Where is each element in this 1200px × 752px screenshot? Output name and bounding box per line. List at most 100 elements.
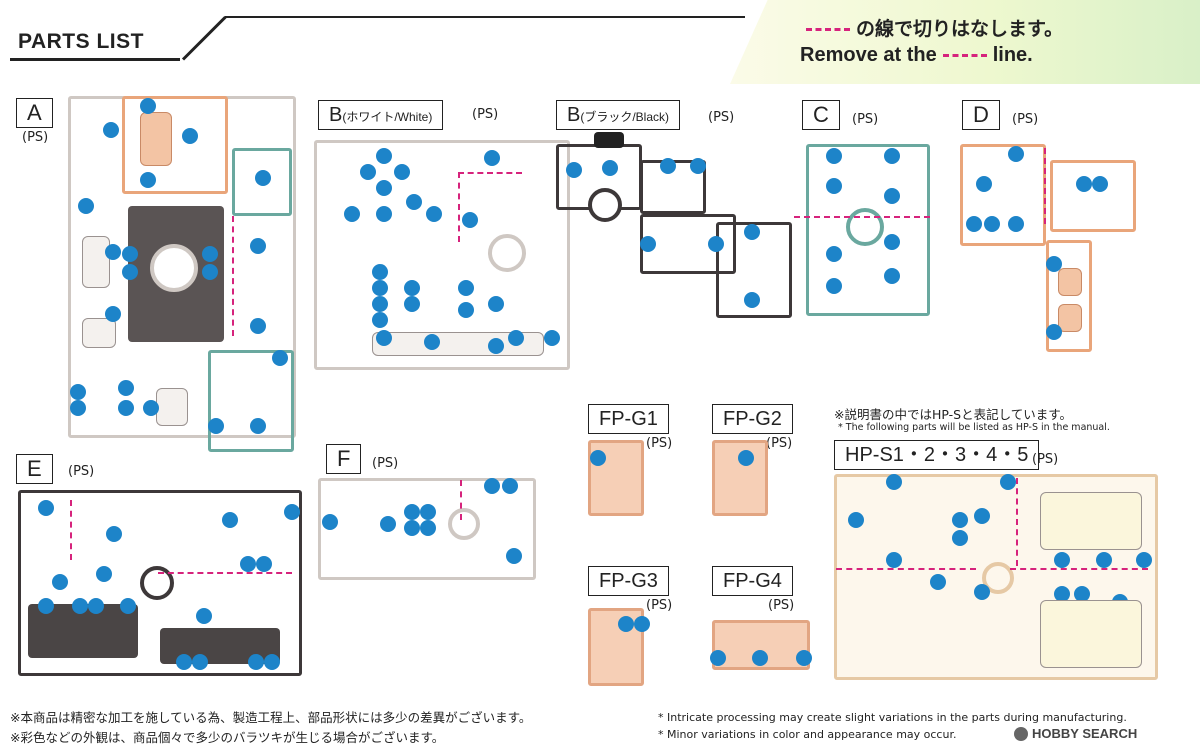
part-number-badge bbox=[886, 474, 902, 490]
part-number-badge bbox=[256, 556, 272, 572]
runner-fpg4-label: FP-G4 bbox=[712, 566, 793, 596]
part-number-badge bbox=[284, 504, 300, 520]
part-number-badge bbox=[1074, 586, 1090, 602]
part-number-badge bbox=[420, 520, 436, 536]
runner-b-black-ring bbox=[588, 188, 622, 222]
part-number-badge bbox=[118, 380, 134, 396]
part-number-badge bbox=[462, 212, 478, 228]
part-number-badge bbox=[1046, 324, 1062, 340]
part-number-badge bbox=[202, 246, 218, 262]
runner-b-white-sub: (ホワイト/White) bbox=[342, 110, 433, 124]
part-number-badge bbox=[708, 236, 724, 252]
runner-d-frame-3 bbox=[1046, 240, 1092, 352]
part-number-badge bbox=[143, 400, 159, 416]
part-number-badge bbox=[222, 512, 238, 528]
runner-a-white-part-2 bbox=[82, 318, 116, 348]
watermark-logo-icon bbox=[1014, 727, 1028, 741]
part-number-badge bbox=[70, 400, 86, 416]
part-number-badge bbox=[240, 556, 256, 572]
part-number-badge bbox=[1092, 176, 1108, 192]
part-number-badge bbox=[103, 122, 119, 138]
part-number-badge bbox=[120, 598, 136, 614]
part-number-badge bbox=[826, 246, 842, 262]
runner-fpg3-ps: (PS) bbox=[646, 598, 673, 613]
part-number-badge bbox=[744, 292, 760, 308]
cut-instruction-banner bbox=[730, 0, 1200, 84]
part-number-badge bbox=[140, 172, 156, 188]
part-number-badge bbox=[208, 418, 224, 434]
runner-a-white-part-1 bbox=[82, 236, 110, 288]
part-number-badge bbox=[122, 246, 138, 262]
part-number-badge bbox=[250, 418, 266, 434]
runner-hps-hair-parts bbox=[1040, 492, 1142, 550]
part-number-badge bbox=[984, 216, 1000, 232]
watermark-logo: HOBBY SEARCH bbox=[1032, 726, 1138, 741]
runner-b-white-frame bbox=[314, 140, 570, 370]
part-number-badge bbox=[404, 504, 420, 520]
cut-line-sample-en bbox=[942, 54, 987, 58]
part-number-badge bbox=[182, 128, 198, 144]
part-number-badge bbox=[394, 164, 410, 180]
part-number-badge bbox=[38, 598, 54, 614]
part-number-badge bbox=[404, 520, 420, 536]
footer-note-en-1: * Intricate processing may create slight… bbox=[658, 711, 1127, 724]
part-number-badge bbox=[38, 500, 54, 516]
runner-b-white-label: B(ホワイト/White) bbox=[318, 100, 444, 130]
part-number-badge bbox=[660, 158, 676, 174]
footer-note-jp-2: ※彩色などの外観は、商品個々で多少のバラツキが生じる場合がございます。 bbox=[10, 730, 445, 745]
part-number-badge bbox=[96, 566, 112, 582]
runner-fpg2-frame bbox=[712, 440, 768, 516]
part-number-badge bbox=[372, 280, 388, 296]
runner-a-cut-line bbox=[232, 216, 234, 336]
part-number-badge bbox=[618, 616, 634, 632]
part-number-badge bbox=[544, 330, 560, 346]
part-number-badge bbox=[826, 148, 842, 164]
part-number-badge bbox=[372, 264, 388, 280]
runner-e-ring bbox=[140, 566, 174, 600]
runner-fpg1-label: FP-G1 bbox=[588, 404, 669, 434]
runner-b-white-ps: (PS) bbox=[472, 107, 499, 122]
part-number-badge bbox=[88, 598, 104, 614]
part-number-badge bbox=[78, 198, 94, 214]
part-number-badge bbox=[1076, 176, 1092, 192]
part-number-badge bbox=[1096, 552, 1112, 568]
title-rule bbox=[225, 16, 745, 18]
part-number-badge bbox=[744, 224, 760, 240]
runner-a-ps: (PS) bbox=[22, 130, 49, 145]
runner-b-black-sub: (ブラック/Black) bbox=[580, 110, 670, 124]
runner-fpg2-label: FP-G2 bbox=[712, 404, 793, 434]
part-number-badge bbox=[974, 508, 990, 524]
part-number-badge bbox=[380, 516, 396, 532]
runner-f-ps: (PS) bbox=[372, 456, 399, 471]
part-number-badge bbox=[202, 264, 218, 280]
runner-d-ps: (PS) bbox=[1012, 112, 1039, 127]
runner-b-black-frame-4 bbox=[716, 222, 792, 318]
runner-fpg2-ps: (PS) bbox=[766, 436, 793, 451]
part-number-badge bbox=[1136, 552, 1152, 568]
part-number-badge bbox=[250, 238, 266, 254]
part-number-badge bbox=[952, 530, 968, 546]
hps-note-jp: ※説明書の中ではHP-Sと表記しています。 bbox=[834, 407, 1072, 422]
part-number-badge bbox=[360, 164, 376, 180]
footer-note-jp-1: ※本商品は精密な加工を施している為、製造工程上、部品形状には多少の差異がございま… bbox=[10, 710, 532, 725]
runner-a-orange-part bbox=[140, 112, 172, 166]
part-number-badge bbox=[70, 384, 86, 400]
part-number-badge bbox=[602, 160, 618, 176]
runner-a-label: A bbox=[16, 98, 53, 128]
part-number-badge bbox=[176, 654, 192, 670]
part-number-badge bbox=[106, 526, 122, 542]
runner-a-ring bbox=[150, 244, 198, 292]
runner-fpg1-ps: (PS) bbox=[646, 436, 673, 451]
part-number-badge bbox=[930, 574, 946, 590]
part-number-badge bbox=[248, 654, 264, 670]
runner-hps-cut-line bbox=[836, 568, 976, 570]
runner-b-black-part bbox=[594, 132, 624, 148]
part-number-badge bbox=[250, 318, 266, 334]
part-number-badge bbox=[884, 268, 900, 284]
runner-hps-cut-line-v bbox=[1016, 478, 1018, 566]
runner-e-frame bbox=[18, 490, 302, 676]
part-number-badge bbox=[826, 278, 842, 294]
runner-d-cut-line bbox=[1044, 148, 1046, 224]
part-number-badge bbox=[796, 650, 812, 666]
part-number-badge bbox=[376, 206, 392, 222]
